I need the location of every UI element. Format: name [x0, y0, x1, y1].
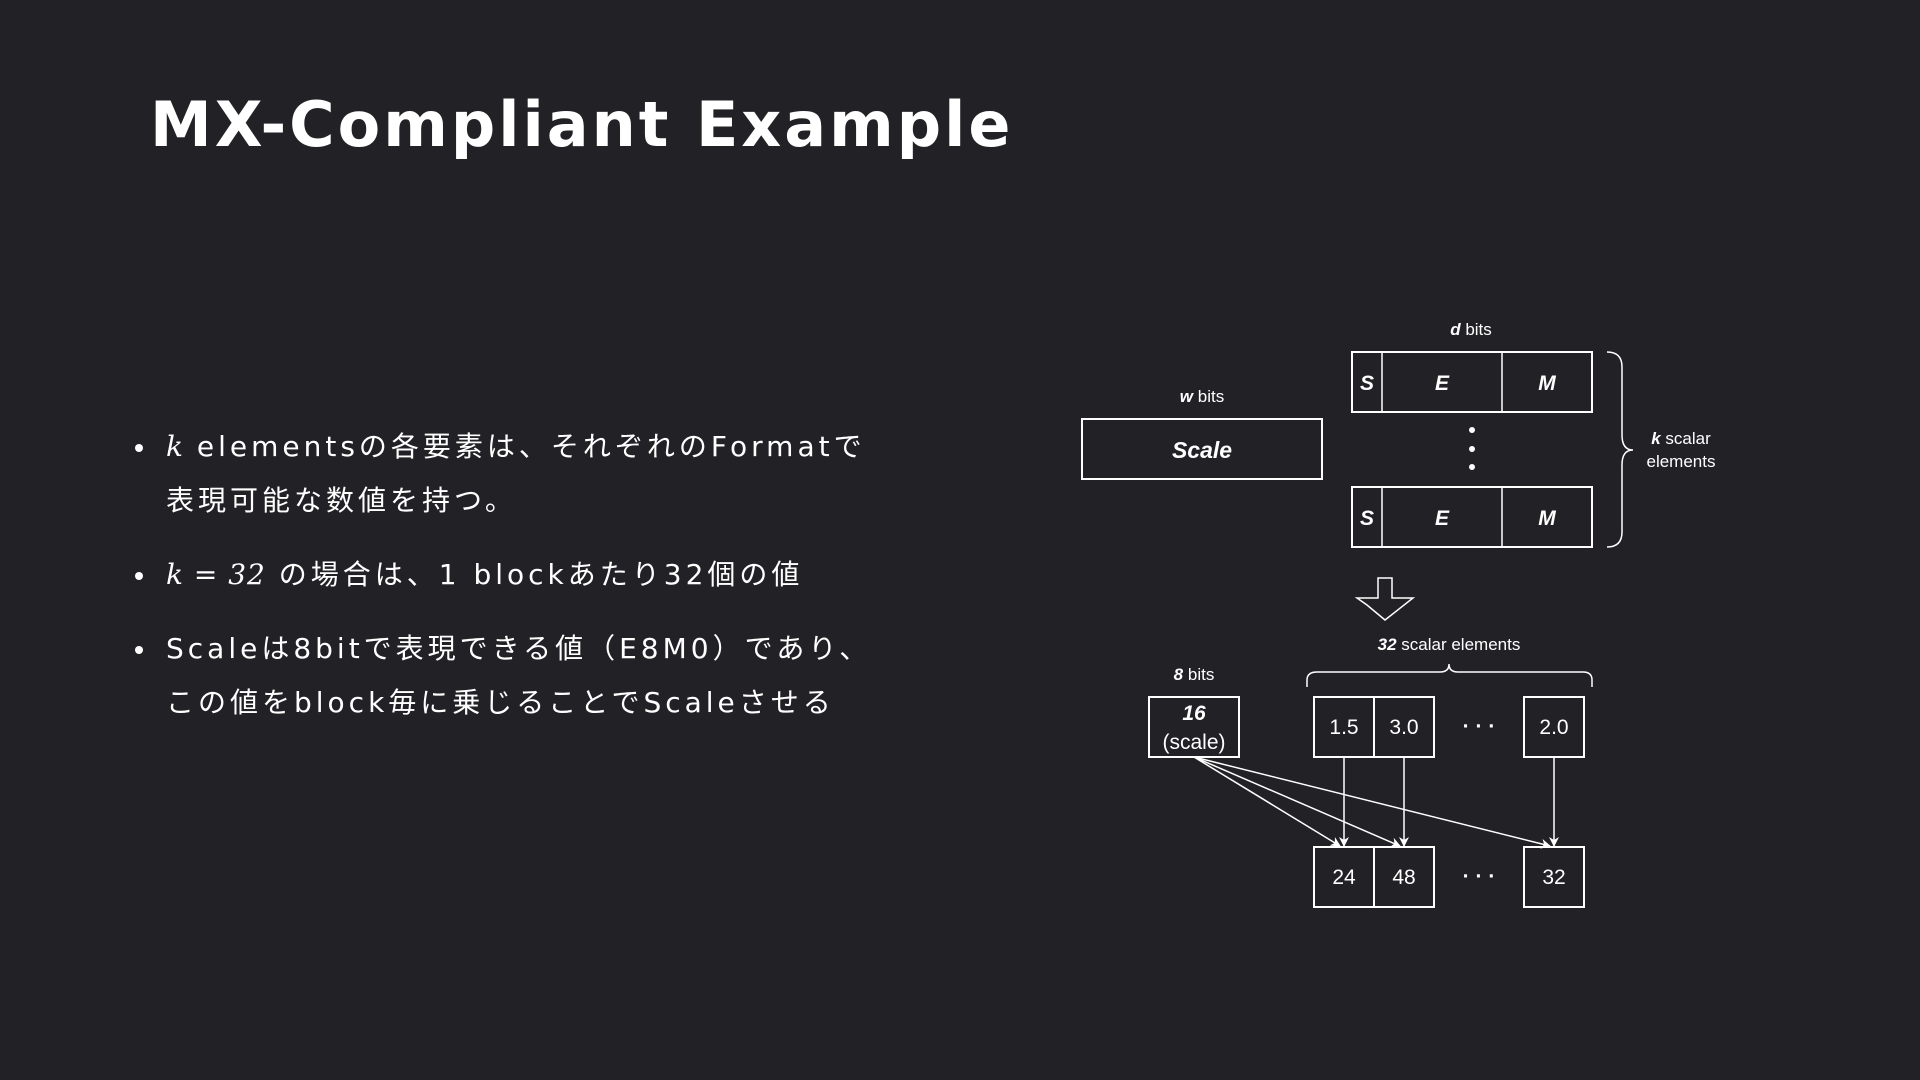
scale-label: Scale — [1172, 437, 1232, 463]
arrow-icon — [1193, 756, 1401, 848]
scale-note: (scale) — [1162, 731, 1225, 754]
k-var: k — [1651, 429, 1662, 448]
arrow-icon — [1193, 756, 1341, 847]
eight-bits-unit: bits — [1183, 665, 1214, 684]
d-bits-label: d bits — [1450, 320, 1492, 339]
d-var: d — [1450, 320, 1461, 339]
element-box — [1351, 351, 1593, 413]
bullet-text: の場合は、1 blockあたり32個の値 — [265, 558, 804, 591]
sign-field-label: S — [1360, 507, 1374, 530]
input-value: 3.0 — [1389, 716, 1418, 739]
scalar-elements-unit: scalar elements — [1397, 635, 1521, 654]
element-row-top: S E M — [1351, 351, 1593, 413]
input-value: 1.5 — [1329, 716, 1358, 739]
bullet-item: Scaleは8bitで表現できる値（E8M0）であり、 この値をblock毎に乗… — [135, 622, 915, 730]
scale-value: 16 — [1182, 702, 1206, 725]
bullet-text: Scaleは8bitで表現できる値（E8M0）であり、 — [166, 632, 872, 665]
thirty-two-var: 32 — [1378, 635, 1397, 654]
exponent-field-label: E — [1435, 507, 1450, 530]
bullet-dot-icon — [135, 646, 143, 654]
bullet-text: elementsの各要素は、それぞれのFormatで — [183, 430, 866, 463]
w-var: w — [1180, 387, 1195, 406]
mantissa-field-label: M — [1538, 372, 1556, 395]
output-value-box — [1523, 846, 1585, 908]
output-value: 24 — [1332, 866, 1356, 889]
top-brace-icon — [1306, 663, 1593, 687]
k-scalar-text: scalar — [1661, 429, 1711, 448]
arrow-icon — [1193, 756, 1551, 849]
output-value: 48 — [1392, 866, 1415, 889]
d-bits-unit: bits — [1461, 320, 1492, 339]
scale-box — [1081, 418, 1323, 480]
bullet-item: k = 32 の場合は、1 blockあたり32個の値 — [135, 548, 915, 602]
horizontal-ellipsis: · · · — [1463, 865, 1496, 888]
math-k-equals-32: k = 32 — [166, 558, 266, 591]
mantissa-field-label: M — [1538, 507, 1556, 530]
input-value: 2.0 — [1539, 716, 1568, 739]
element-box — [1351, 486, 1593, 548]
bullet-dot-icon — [135, 444, 143, 452]
bullet-text: この値をblock毎に乗じることでScaleさせる — [166, 686, 835, 719]
k-scalar-label: k scalar — [1651, 429, 1711, 448]
output-value-box — [1373, 846, 1435, 908]
horizontal-ellipsis: · · · — [1463, 715, 1496, 738]
w-bits-unit: bits — [1193, 387, 1224, 406]
sign-field-label: S — [1360, 372, 1374, 395]
element-row-bottom: S E M — [1351, 486, 1593, 548]
bullet-text: 表現可能な数値を持つ。 — [166, 484, 517, 517]
vertical-ellipsis-icon — [1469, 427, 1475, 470]
exponent-field-label: E — [1435, 372, 1450, 395]
down-arrow-icon — [1354, 577, 1416, 621]
scalar-elements-32-label: 32 scalar elements — [1378, 635, 1521, 654]
w-bits-label: w bits — [1180, 387, 1224, 406]
slide-title: MX-Compliant Example — [150, 88, 1014, 161]
bullet-item: k elementsの各要素は、それぞれのFormatで 表現可能な数値を持つ。 — [135, 420, 915, 528]
output-value: 32 — [1542, 866, 1565, 889]
eight-var: 8 — [1174, 665, 1184, 684]
math-k: k — [166, 430, 184, 463]
multiply-arrows — [1193, 756, 1559, 849]
bullet-list: k elementsの各要素は、それぞれのFormatで 表現可能な数値を持つ。… — [135, 420, 915, 750]
eight-bits-label: 8 bits — [1174, 665, 1215, 684]
bullet-dot-icon — [135, 572, 143, 580]
right-brace-icon — [1606, 351, 1634, 548]
k-elements-label: elements — [1647, 452, 1716, 471]
